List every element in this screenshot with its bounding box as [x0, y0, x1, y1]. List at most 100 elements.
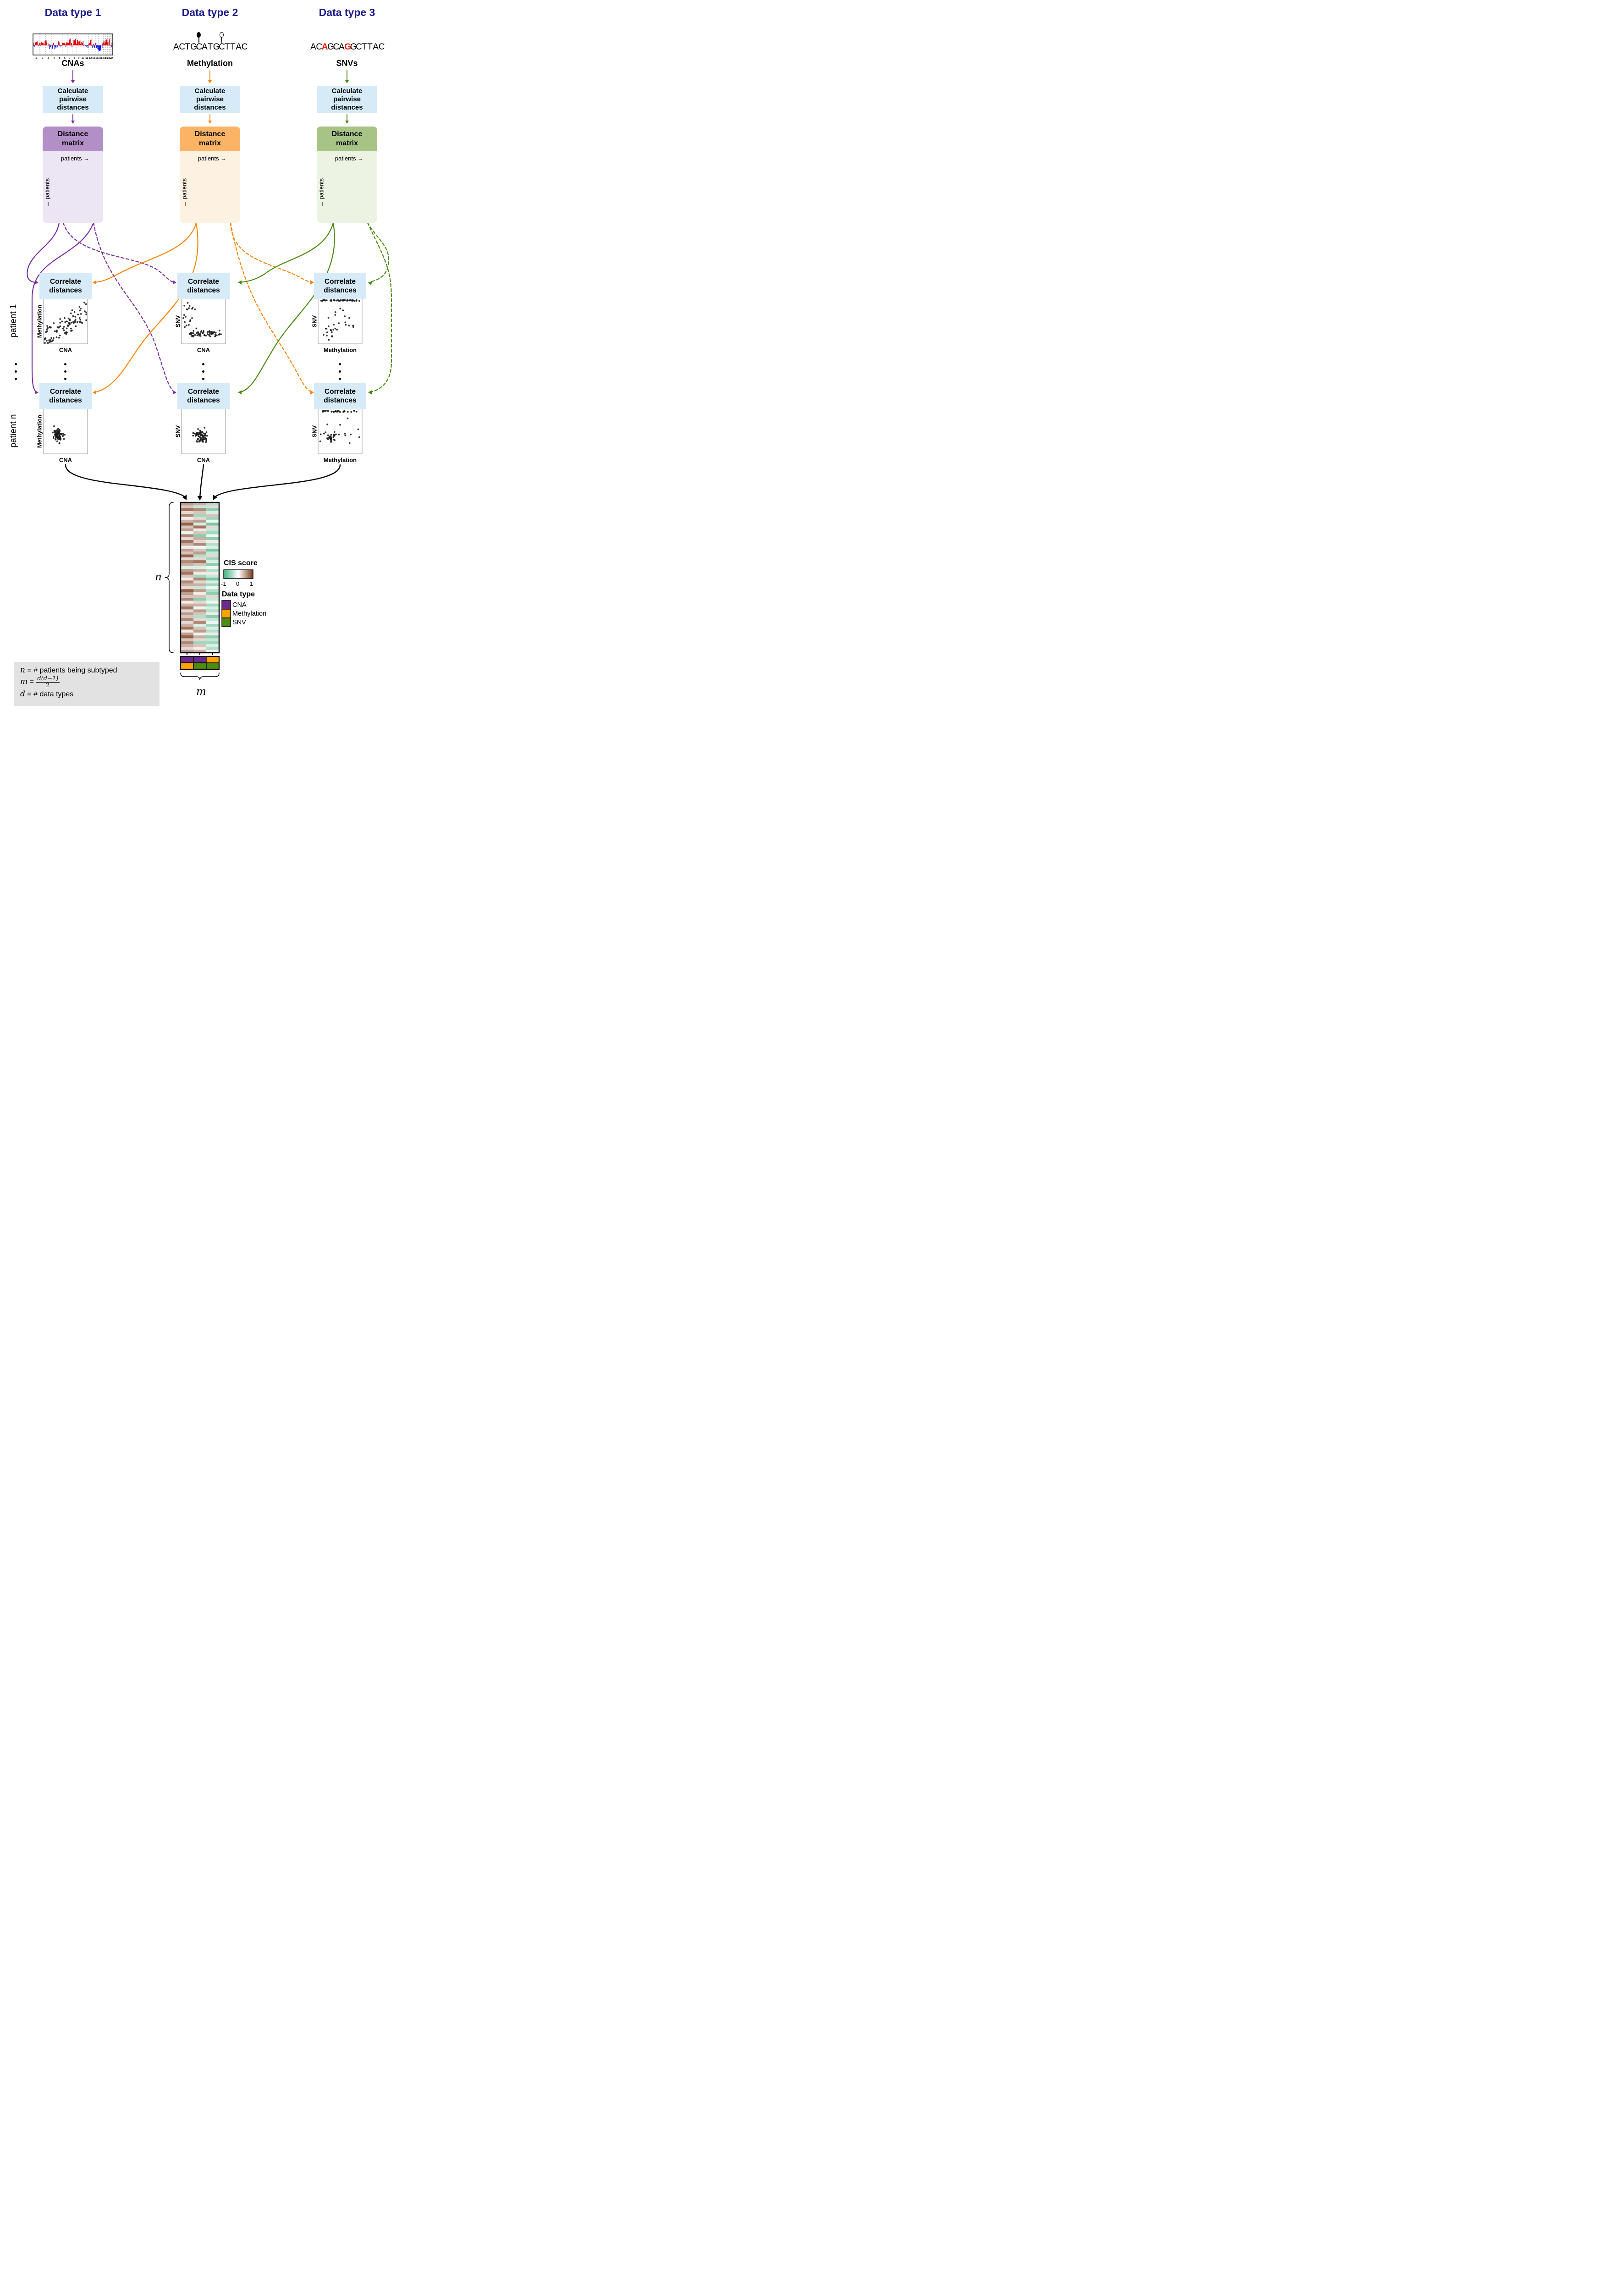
formula-var: n	[20, 666, 25, 675]
sequence-base: A	[201, 42, 208, 52]
process-box-line: distances	[331, 104, 363, 111]
correlate-line: distances	[187, 286, 220, 294]
row-label-patient-1: patient 1	[9, 304, 18, 338]
matrix-col-label: patients →	[335, 155, 364, 162]
matrix-header-line: matrix	[336, 139, 358, 147]
cis-tick-0: 0	[236, 580, 240, 587]
svg-text:8: 8	[74, 57, 75, 60]
process-box-line: pairwise	[333, 95, 361, 103]
sequence-base: T	[367, 42, 373, 52]
correlate-box-r1c1: Correlate distances	[39, 273, 92, 299]
correlate-line: Correlate	[324, 278, 356, 286]
process-box-line: distances	[57, 104, 89, 111]
legend-label-snv: SNV	[232, 619, 246, 626]
sequence-base: G	[327, 42, 334, 52]
process-box-line: pairwise	[196, 95, 224, 103]
source-label-methylation: Methylation	[187, 59, 233, 68]
svg-text:15: 15	[95, 57, 98, 60]
sequence-base: A	[236, 42, 242, 52]
formula-box: n = # patients being subtyped m = d(d−1)…	[14, 662, 160, 706]
matrix-header-2: Distance matrix	[180, 127, 240, 151]
correlate-line: Correlate	[187, 388, 220, 396]
column-header-1: Data type 1	[44, 6, 101, 18]
formula-line-d: d = # data types	[20, 689, 160, 699]
scatter-ylabel: SNV	[174, 315, 182, 328]
sequence-base: C	[356, 42, 362, 52]
scatter-ylabel: Methylation	[36, 414, 43, 448]
vertical-ellipsis	[64, 363, 66, 385]
column-header-3: Data type 3	[319, 6, 375, 18]
svg-text:19: 19	[105, 57, 108, 60]
matrix-body-2	[180, 151, 240, 223]
matrix-header-line: Distance	[194, 130, 226, 138]
correlate-line: distances	[324, 286, 357, 294]
formula-text: = # patients being subtyped	[27, 667, 117, 674]
formula-denominator: 2	[46, 682, 50, 689]
brace-label-n: n	[155, 571, 162, 583]
scatter-xlabel: CNA	[197, 347, 210, 353]
matrix-col-label: patients →	[61, 155, 90, 162]
sequence-base: T	[207, 42, 213, 52]
legend-label-methylation: Methylation	[232, 610, 267, 617]
scatter-ylabel: SNV	[311, 425, 318, 438]
svg-text:X: X	[110, 57, 112, 60]
svg-text:7: 7	[69, 57, 71, 60]
column-header-2: Data type 2	[182, 6, 238, 18]
sequence-base: A	[310, 42, 316, 52]
sequence-base: T	[185, 42, 190, 52]
scatter-xlabel: Methylation	[323, 457, 357, 463]
process-box-line: Calculate	[194, 87, 226, 95]
correlate-line: distances	[187, 397, 220, 404]
svg-text:11: 11	[85, 57, 88, 60]
sequence-base: T	[230, 42, 236, 52]
process-box-2: Calculate pairwise distances	[180, 86, 240, 113]
matrix-header-1: Distance matrix	[43, 127, 103, 151]
correlate-line: Correlate	[324, 388, 356, 396]
matrix-row-label: ← patients	[44, 178, 51, 207]
svg-text:17: 17	[101, 57, 104, 60]
brace-label-m: m	[196, 686, 206, 698]
process-box-line: distances	[194, 104, 226, 111]
svg-text:1: 1	[35, 57, 37, 60]
matrix-header-line: Distance	[57, 130, 88, 138]
process-box-3: Calculate pairwise distances	[317, 86, 377, 113]
matrix-header-line: matrix	[198, 139, 221, 147]
matrix-row-label: ← patients	[318, 178, 325, 207]
svg-text:22: 22	[109, 57, 111, 60]
sequence-base: G	[213, 42, 220, 52]
formula-var: m	[20, 677, 28, 687]
process-box-line: Calculate	[57, 87, 88, 95]
sequence-base: C	[241, 42, 248, 52]
sequence-base: C	[333, 42, 340, 52]
matrix-body-3	[317, 151, 377, 223]
sequence-base: C	[179, 42, 186, 52]
matrix-header-line: matrix	[61, 139, 84, 147]
correlate-box-r1c2: Correlate distances	[177, 273, 230, 299]
correlate-line: distances	[49, 397, 82, 404]
svg-text:2: 2	[42, 57, 43, 60]
svg-text:5: 5	[59, 57, 60, 60]
scatter-ylabel: SNV	[311, 315, 318, 328]
correlate-line: Correlate	[50, 278, 82, 286]
sequence-base: C	[316, 42, 323, 52]
matrix-header-3: Distance matrix	[317, 127, 377, 151]
formula-line-m: m = d(d−1)2	[20, 676, 160, 689]
cis-tick-1: 1	[250, 580, 253, 587]
sequence-base: T	[361, 42, 367, 52]
formula-var: d	[20, 689, 25, 699]
scatter-xlabel: Methylation	[323, 347, 357, 353]
unmethylated-site-icon	[219, 32, 224, 38]
process-box-line: Calculate	[331, 87, 363, 95]
sequence-base: A	[338, 42, 345, 52]
sequence-base: C	[219, 42, 225, 52]
scatter-xlabel: CNA	[59, 347, 72, 353]
correlate-box-r1c3: Correlate distances	[314, 273, 366, 299]
methylated-site-icon	[197, 32, 201, 38]
svg-text:16: 16	[98, 57, 101, 60]
sequence-base: G	[350, 42, 357, 52]
formula-numerator: d(d−1)	[36, 676, 60, 683]
correlate-box-r2c1: Correlate distances	[39, 383, 92, 409]
